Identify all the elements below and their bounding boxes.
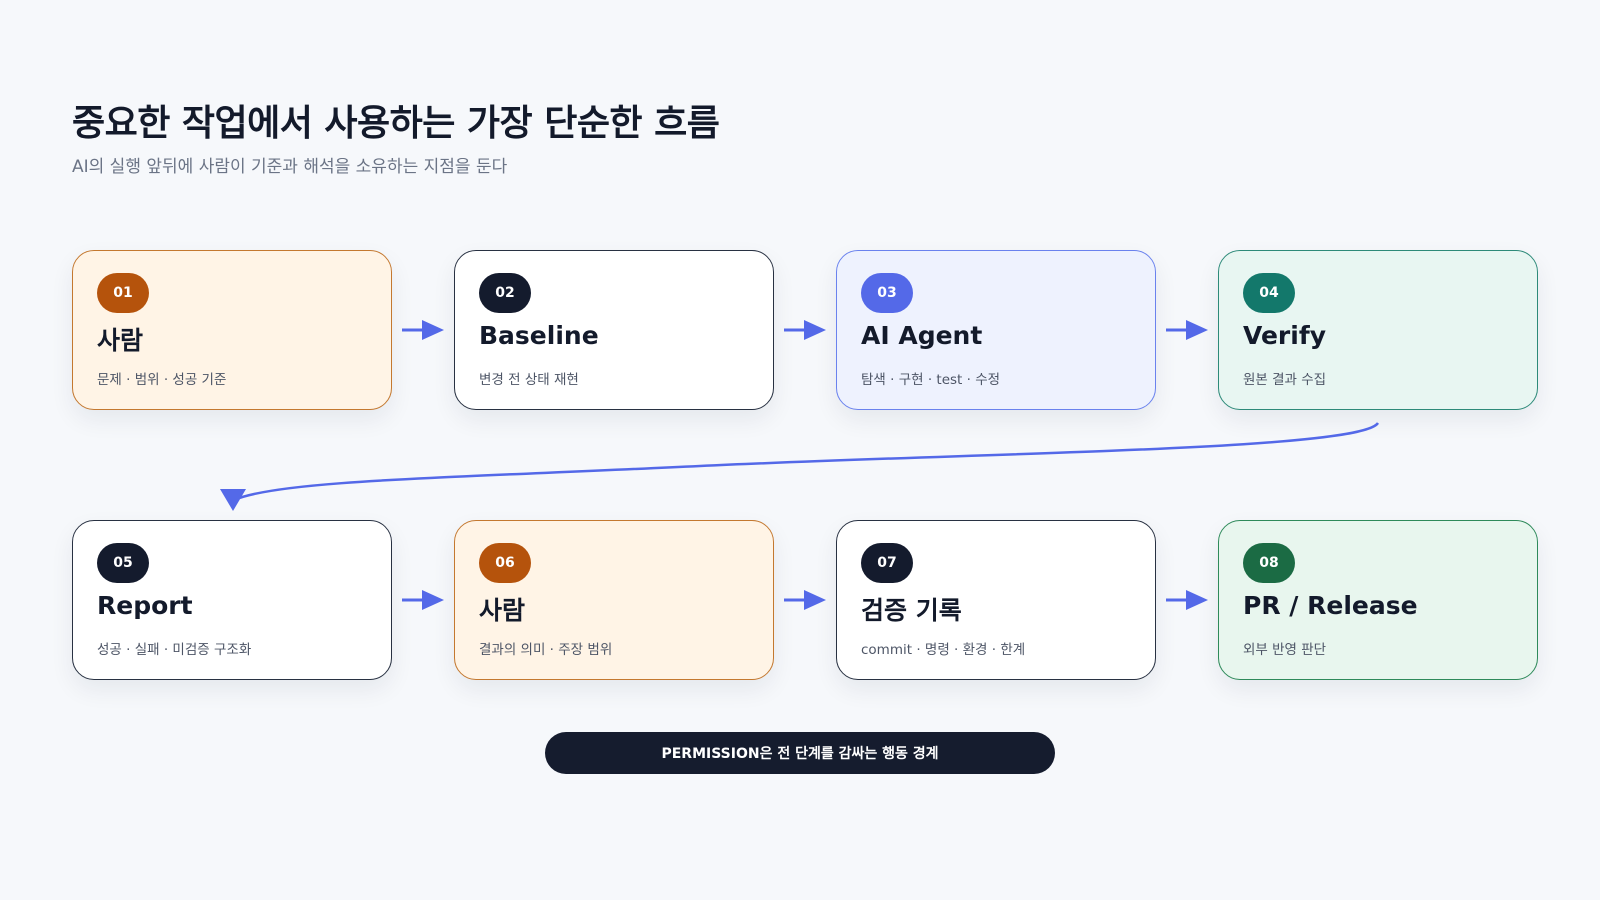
arrow-right-icon <box>1166 590 1208 610</box>
step-card-02: 02 Baseline 변경 전 상태 재현 <box>454 250 774 410</box>
step-description: 성공 · 실패 · 미검증 구조화 <box>97 642 252 658</box>
step-number-badge: 04 <box>1243 273 1295 313</box>
step-title: 검증 기록 <box>861 596 962 625</box>
step-number-badge: 01 <box>97 273 149 313</box>
step-description: 결과의 의미 · 주장 범위 <box>479 642 613 658</box>
step-card-07: 07 검증 기록 commit · 명령 · 환경 · 한계 <box>836 520 1156 680</box>
step-card-08: 08 PR / Release 외부 반영 판단 <box>1218 520 1538 680</box>
step-description: 탐색 · 구현 · test · 수정 <box>861 372 1001 388</box>
arrow-right-icon <box>402 590 444 610</box>
step-title: Report <box>97 591 193 620</box>
step-description: commit · 명령 · 환경 · 한계 <box>861 642 1026 658</box>
arrow-right-icon <box>784 590 826 610</box>
step-number-badge: 07 <box>861 543 913 583</box>
step-number-badge: 02 <box>479 273 531 313</box>
arrow-right-icon <box>402 320 444 340</box>
step-card-01: 01 사람 문제 · 범위 · 성공 기준 <box>72 250 392 410</box>
step-card-03: 03 AI Agent 탐색 · 구현 · test · 수정 <box>836 250 1156 410</box>
arrow-right-icon <box>784 320 826 340</box>
step-description: 변경 전 상태 재현 <box>479 372 579 388</box>
arrow-right-icon <box>1166 320 1208 340</box>
step-description: 외부 반영 판단 <box>1243 642 1327 658</box>
step-title: 사람 <box>479 596 526 625</box>
step-card-06: 06 사람 결과의 의미 · 주장 범위 <box>454 520 774 680</box>
step-title: Verify <box>1243 321 1327 350</box>
step-title: AI Agent <box>861 321 983 350</box>
step-number-badge: 06 <box>479 543 531 583</box>
page-subtitle: AI의 실행 앞뒤에 사람이 기준과 해석을 소유하는 지점을 둔다 <box>72 157 508 177</box>
step-card-04: 04 Verify 원본 결과 수집 <box>1218 250 1538 410</box>
page-title: 중요한 작업에서 사용하는 가장 단순한 흐름 <box>72 103 720 144</box>
step-description: 문제 · 범위 · 성공 기준 <box>97 372 227 388</box>
step-title: PR / Release <box>1243 591 1418 620</box>
step-number-badge: 08 <box>1243 543 1295 583</box>
step-number-badge: 05 <box>97 543 149 583</box>
step-description: 원본 결과 수집 <box>1243 372 1327 388</box>
permission-boundary-pill: PERMISSION은 전 단계를 감싸는 행동 경계 <box>545 732 1055 774</box>
step-title: Baseline <box>479 321 599 350</box>
step-card-05: 05 Report 성공 · 실패 · 미검증 구조화 <box>72 520 392 680</box>
step-number-badge: 03 <box>861 273 913 313</box>
step-title: 사람 <box>97 326 144 355</box>
